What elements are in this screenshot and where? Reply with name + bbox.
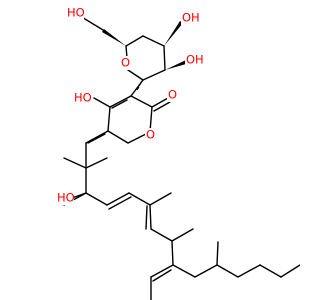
structure-diagram: HO OH OH O HO O O HO [56, 5, 300, 300]
sugar-oh-top-label: OH [182, 11, 200, 25]
atom-labels: HO OH OH O HO O O HO [56, 6, 204, 205]
side-chain-hydroxyl [71, 192, 87, 199]
hoch2-oh-label: HO [67, 6, 85, 20]
side-chain [63, 142, 300, 300]
pyranone-hydroxyl [93, 97, 111, 108]
glycosidic-bond [130, 79, 144, 97]
pyranone-ring [85, 95, 153, 144]
pyranone-ring-o-label: O [146, 128, 155, 142]
hydroxymethyl-group [79, 15, 126, 46]
sugar-hydroxyls [164, 21, 186, 70]
carbonyl-o-label: O [168, 88, 177, 102]
sugar-ring-o-label: O [121, 56, 130, 70]
sugar-oh-mid-label: OH [186, 53, 204, 67]
pyranone-oh-label: HO [74, 91, 92, 105]
sugar-ring [125, 35, 166, 81]
carbonyl-group [151, 97, 171, 112]
side-chain-oh-label: HO [57, 191, 75, 205]
